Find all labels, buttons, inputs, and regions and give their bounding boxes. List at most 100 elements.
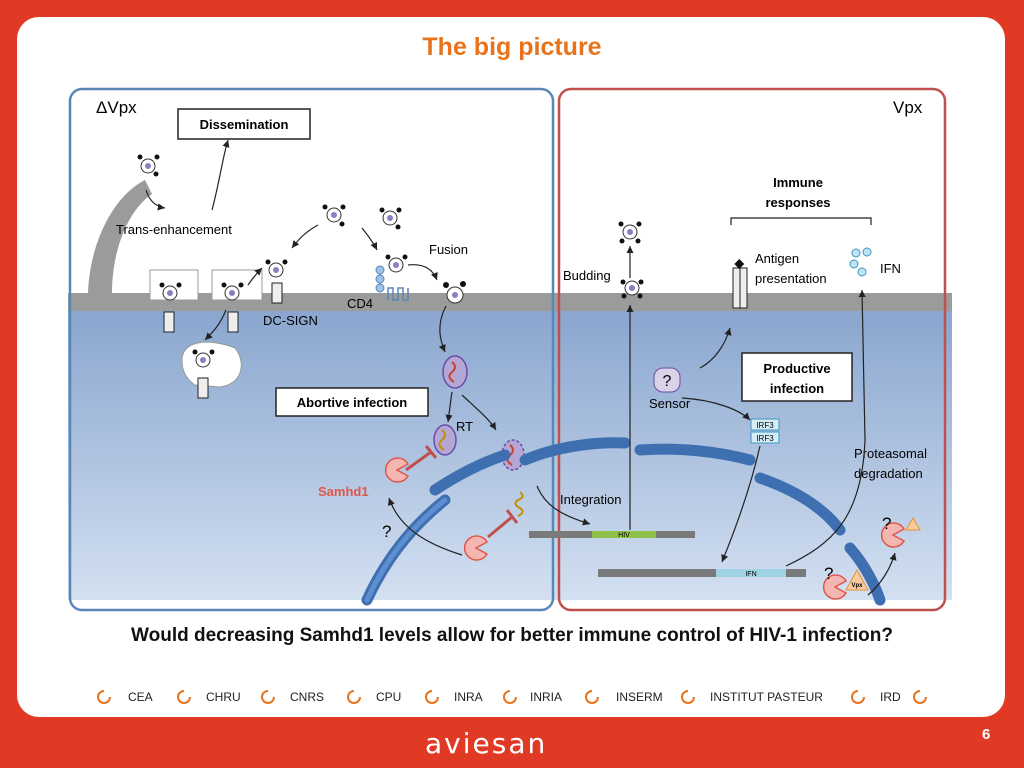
- cd4-label: CD4: [347, 296, 373, 311]
- swirl-icon: [261, 690, 275, 704]
- partner-institut-pasteur[interactable]: INSTITUT PASTEUR: [710, 690, 823, 704]
- slide-title: The big picture: [422, 33, 602, 61]
- dc-sign-receptor-3: [271, 282, 283, 304]
- virion-3: [379, 207, 402, 230]
- hiv-gene-label: HIV: [618, 532, 630, 539]
- cd4-receptor: [375, 265, 409, 301]
- bound-virion-3: [265, 259, 288, 278]
- swirl-icon: [503, 690, 517, 704]
- virion-2: [322, 204, 346, 227]
- productive-infection-line2: infection: [770, 381, 824, 396]
- swirl-icon: [425, 690, 439, 704]
- sensor-label: Sensor: [649, 396, 691, 411]
- irf3-label-2: IRF3: [756, 434, 774, 443]
- left-question-mark: ?: [382, 522, 391, 541]
- sensor-question-mark: ?: [663, 373, 672, 390]
- right-arrows: [626, 246, 897, 596]
- vpx-tag-label: Vpx: [851, 583, 863, 589]
- virion-1: [137, 154, 160, 177]
- partner-cea[interactable]: CEA: [128, 690, 153, 704]
- irf3-label-1: IRF3: [756, 421, 774, 430]
- samhd1-protein-2: [463, 535, 489, 561]
- endosome-receptor: [197, 377, 209, 399]
- partner-ird[interactable]: IRD: [880, 690, 901, 704]
- right-panel-label: Vpx: [893, 98, 923, 117]
- ifn-gene-label: IFN: [745, 571, 756, 578]
- swirl-icon: [851, 690, 865, 704]
- right-question-mark-2: ?: [824, 564, 833, 583]
- cell-membrane: [68, 293, 952, 311]
- partner-inra[interactable]: INRA: [454, 690, 483, 704]
- irf3-box-2: [750, 431, 780, 444]
- left-panel: [68, 87, 555, 612]
- abortive-infection-label: Abortive infection: [297, 395, 408, 410]
- host-dna-right: [598, 569, 806, 577]
- ifn-label: IFN: [880, 261, 901, 276]
- partner-cnrs[interactable]: CNRS: [290, 690, 325, 704]
- samhd1-protein-4: [822, 574, 848, 600]
- ifn-molecules: [849, 247, 872, 277]
- irf3-box-1: [750, 418, 780, 431]
- proteasomal-label-line2: degradation: [854, 466, 923, 481]
- budding-virion: [620, 279, 644, 299]
- virion-4: [385, 254, 408, 273]
- sensor-protein: [653, 367, 681, 393]
- capsid-rt: [433, 424, 457, 456]
- swirl-icon: [913, 690, 927, 704]
- rt-label: RT: [456, 419, 473, 434]
- hiv-gene-segment: [592, 531, 656, 538]
- swirl-icon: [177, 690, 191, 704]
- aviesan-logo: aviesan: [425, 727, 548, 760]
- endosome: [181, 341, 242, 388]
- immune-responses-line2: responses: [765, 195, 830, 210]
- page-number: 6: [982, 726, 991, 743]
- antigen-label-line2: presentation: [755, 271, 827, 286]
- budding-label: Budding: [563, 268, 611, 283]
- samhd1-label: Samhd1: [318, 484, 369, 499]
- bound-virion-2: [221, 282, 244, 301]
- antigen-label-line1: Antigen: [755, 251, 799, 266]
- trans-enhancement-label: Trans-enhancement: [116, 222, 232, 237]
- mhc-molecule: [732, 259, 748, 309]
- swirl-icon: [347, 690, 361, 704]
- swirl-icon: [681, 690, 695, 704]
- samhd1-protein-3: [880, 522, 906, 548]
- capsid-1: [442, 355, 468, 389]
- fusion-label: Fusion: [429, 242, 468, 257]
- right-panel: [557, 87, 947, 612]
- samhd1-inhibition-1: [405, 450, 432, 472]
- dendrite-protrusion: [88, 180, 152, 293]
- samhd1-protein-1: [384, 457, 410, 483]
- integration-label: Integration: [560, 492, 621, 507]
- dc-sign-receptor-2: [227, 311, 239, 333]
- productive-infection-line1: Productive: [763, 361, 830, 376]
- abortive-infection-box: [275, 387, 429, 417]
- swirl-icon: [585, 690, 599, 704]
- dissemination-box: [177, 108, 311, 140]
- vpx-protein-1: [905, 517, 921, 531]
- right-question-mark-1: ?: [882, 514, 891, 533]
- fusing-virion: [443, 281, 466, 304]
- research-question: Would decreasing Samhd1 levels allow for…: [131, 625, 893, 646]
- viral-dna: [514, 491, 524, 517]
- swirl-icon: [97, 690, 111, 704]
- partner-inserm[interactable]: INSERM: [616, 690, 663, 704]
- bound-virion-1: [159, 282, 182, 301]
- samhd1-inhibition-2: [487, 515, 513, 539]
- partner-cpu[interactable]: CPU: [376, 690, 402, 704]
- budding-virion-top: [618, 221, 642, 244]
- productive-infection-box: [741, 352, 853, 402]
- vpx-protein-2: [845, 568, 869, 591]
- partner-inria[interactable]: INRIA: [530, 690, 563, 704]
- dc-sign-receptor-1: [163, 311, 175, 333]
- endosome-virion: [192, 349, 215, 368]
- dc-sign-label: DC-SIGN: [263, 313, 318, 328]
- partner-chru[interactable]: CHRU: [206, 690, 241, 704]
- ifn-gene-segment: [716, 569, 786, 577]
- dissemination-label: Dissemination: [200, 117, 289, 132]
- proteasomal-label-line1: Proteasomal: [854, 446, 927, 461]
- immune-responses-line1: Immune: [773, 175, 823, 190]
- partners-bar: CEA CHRU CNRS CPU INRA INRIA INSERM INST…: [90, 690, 950, 710]
- left-arrows: [145, 139, 591, 556]
- immune-responses-bracket: [730, 217, 872, 225]
